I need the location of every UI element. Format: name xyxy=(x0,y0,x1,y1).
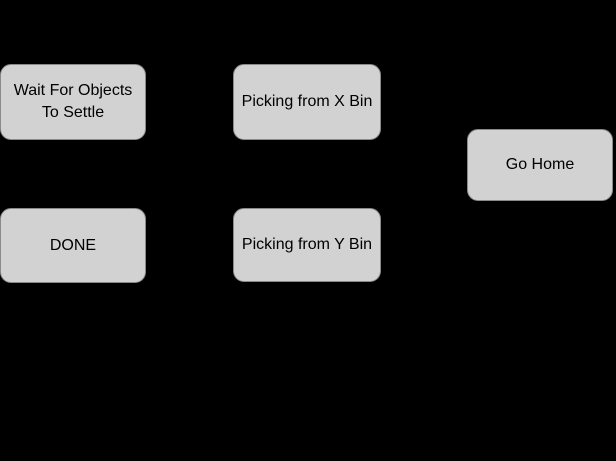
state-node-done[interactable]: DONE xyxy=(0,208,146,283)
state-node-go-home[interactable]: Go Home xyxy=(467,129,613,201)
state-node-label: Wait For Objects To Settle xyxy=(13,82,133,121)
state-node-label: Go Home xyxy=(505,156,575,173)
state-node-label: DONE xyxy=(49,236,97,254)
state-node-label: Picking from X Bin xyxy=(241,93,373,110)
state-node-picking-from-y-bin[interactable]: Picking from Y Bin xyxy=(233,208,381,282)
state-node-label: Picking from Y Bin xyxy=(241,236,373,253)
state-node-picking-from-x-bin[interactable]: Picking from X Bin xyxy=(233,64,381,140)
state-node-wait-for-objects-to-settle[interactable]: Wait For Objects To Settle xyxy=(0,64,146,140)
